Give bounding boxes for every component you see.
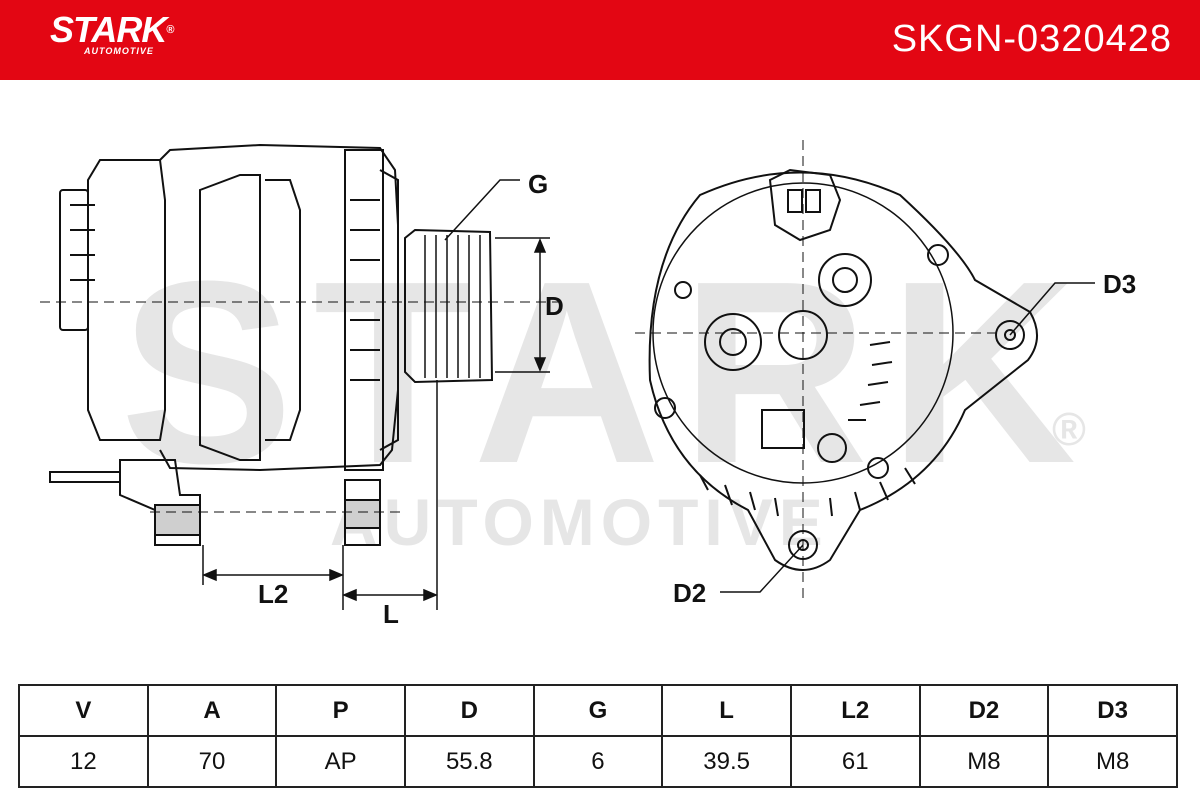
spec-header-v: V: [18, 684, 149, 737]
spec-header-l2: L2: [789, 684, 921, 737]
mount-hole-d2: [788, 530, 818, 560]
terminal-b-plus: [818, 253, 872, 307]
brand-logo-wordmark: STARK®: [50, 9, 174, 50]
screw-top-right: [927, 244, 949, 266]
terminal-b-plus-nut: [832, 267, 858, 293]
label-l: L: [383, 599, 399, 629]
technical-drawing: STARK AUTOMOTIVE ®: [0, 80, 1200, 670]
spec-header-d: D: [403, 684, 535, 737]
part-number: SKGN-0320428: [891, 18, 1172, 60]
label-g: G: [528, 169, 548, 199]
rear-connector: [768, 168, 842, 242]
front-bracket-ribs: [350, 199, 380, 381]
mount-hole-d3: [995, 320, 1025, 350]
brand-logo: STARK® AUTOMOTIVE: [50, 9, 174, 57]
screw-top-left: [674, 281, 692, 299]
spec-value-p: AP: [275, 735, 406, 788]
side-view-dimensions: [202, 179, 550, 610]
rear-view-dimensions: [720, 282, 1095, 593]
cooling-fins: [699, 467, 916, 517]
spec-value-d3: M8: [1047, 735, 1178, 788]
l2-arrows: [202, 568, 344, 582]
mount-hole-d2-center: [797, 539, 809, 551]
mount-hole-d3-center: [1004, 329, 1016, 341]
spec-value-a: 70: [146, 735, 278, 788]
spec-header-a: A: [146, 684, 278, 737]
rear-connector-pin-2: [805, 189, 821, 213]
brand-logo-tagline: AUTOMOTIVE: [84, 46, 154, 56]
watermark: STARK AUTOMOTIVE ®: [120, 228, 1096, 559]
connector-plug: [59, 189, 89, 331]
l-arrows: [342, 588, 438, 602]
alternator-side-view: [40, 143, 560, 546]
label-d: D: [545, 291, 564, 321]
rectifier-fins: [848, 341, 893, 421]
rotor-shaft-cover: [778, 310, 828, 360]
front-fan: [379, 169, 399, 451]
rear-housing-ring: [652, 182, 954, 484]
watermark-line1: STARK: [120, 228, 1096, 518]
front-bracket: [344, 149, 384, 471]
alternator-rear-view: [635, 140, 1038, 600]
spec-value-l: 39.5: [661, 735, 792, 788]
screw-bottom: [817, 433, 847, 463]
spec-value-v: 12: [18, 735, 149, 788]
watermark-line2: AUTOMOTIVE: [330, 485, 829, 559]
label-d3: D3: [1103, 269, 1136, 299]
screw-right: [867, 457, 889, 479]
spec-value-l2: 61: [789, 735, 921, 788]
spec-header-p: P: [275, 684, 406, 737]
rear-mount-foot: [119, 459, 201, 546]
spec-value-d: 55.8: [403, 735, 535, 788]
regulator-block: [761, 409, 805, 449]
header-bar: STARK® AUTOMOTIVE SKGN-0320428: [0, 0, 1200, 80]
stator-section: [199, 174, 261, 461]
spec-value-d2: M8: [918, 735, 1050, 788]
spec-header-g: G: [532, 684, 664, 737]
spec-header-d2: D2: [918, 684, 1050, 737]
pulley: [404, 228, 494, 384]
rear-connector-pin-1: [787, 189, 803, 213]
spec-table-header-row: V A P D G L L2 D2 D3: [18, 684, 1178, 737]
spec-header-d3: D3: [1047, 684, 1178, 737]
rear-mount-bushing: [154, 504, 201, 536]
drawing-canvas: STARK AUTOMOTIVE ®: [40, 140, 1136, 629]
g-leader: [444, 179, 520, 241]
terminal-left-nut: [719, 328, 747, 356]
d3-leader: [1009, 282, 1095, 336]
spec-table: V A P D G L L2 D2 D3 12 70 AP 55.8 6 39.…: [18, 684, 1178, 788]
d2-leader: [720, 544, 804, 593]
screw-left: [654, 397, 676, 419]
label-l2: L2: [258, 579, 288, 609]
spec-table-value-row: 12 70 AP 55.8 6 39.5 61 M8 M8: [18, 735, 1178, 788]
terminal-left: [704, 313, 762, 371]
spec-header-l: L: [661, 684, 792, 737]
connector-ribs: [70, 204, 95, 281]
d-arrows: [533, 238, 547, 372]
housing-step: [265, 179, 301, 441]
rear-housing-outline: [648, 171, 1038, 571]
front-mount-bushing: [344, 499, 381, 529]
watermark-registered-mark: ®: [1052, 403, 1086, 455]
pulley-grooves: [424, 235, 481, 378]
terminal-stud: [49, 471, 121, 483]
rear-cover: [87, 159, 166, 441]
label-d2: D2: [673, 578, 706, 608]
spec-value-g: 6: [532, 735, 664, 788]
